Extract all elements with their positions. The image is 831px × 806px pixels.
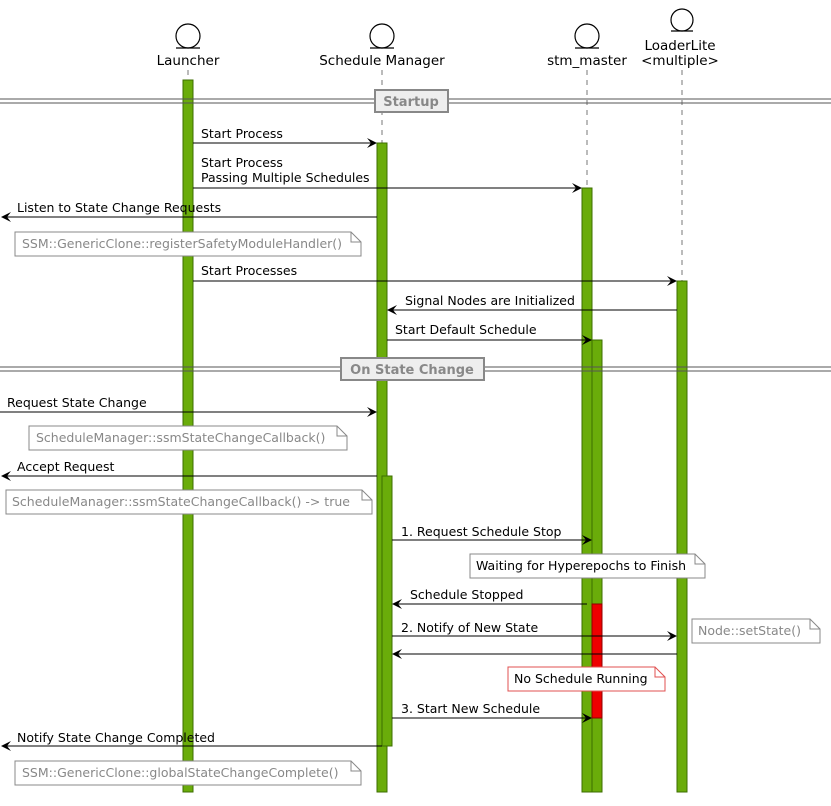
message-label: 1. Request Schedule Stop: [401, 524, 562, 539]
message-schedule-stopped: Schedule Stopped: [392, 587, 587, 609]
participant-loaderlite: LoaderLite <multiple>: [641, 8, 719, 69]
participant-label: Launcher: [157, 53, 220, 69]
participant-stm-master: stm_master: [547, 23, 627, 69]
note-text: SSM::GenericClone::globalStateChangeComp…: [22, 765, 339, 780]
message-start-process-multiple: Start Process Passing Multiple Schedules: [193, 155, 582, 193]
message-start-processes: Start Processes: [193, 263, 677, 286]
divider-on-state-change: On State Change: [0, 357, 831, 381]
participant-label-line-2: <multiple>: [641, 53, 719, 69]
message-signal-nodes-initialized: Signal Nodes are Initialized: [387, 293, 677, 315]
activation-stm-master-alert: [591, 603, 603, 719]
entity-icon: [574, 23, 600, 49]
divider-label: Startup: [383, 95, 439, 110]
activation-loaderlite: [676, 280, 688, 793]
participant-label: stm_master: [547, 53, 627, 69]
message-listen-state-change: Listen to State Change Requests: [1, 200, 377, 222]
note-waiting-hyperepochs: Waiting for Hyperepochs to Finish: [469, 553, 706, 579]
message-label: Listen to State Change Requests: [17, 200, 221, 215]
message-notify-new-state: 2. Notify of New State: [392, 620, 677, 641]
message-notify-state-change-completed: Notify State Change Completed: [1, 730, 382, 751]
note-text: ScheduleManager::ssmStateChangeCallback(…: [36, 430, 325, 445]
note-no-schedule-running: No Schedule Running: [507, 666, 666, 692]
message-label: Start Process: [201, 126, 283, 141]
note-text: Waiting for Hyperepochs to Finish: [476, 558, 686, 573]
message-label: Start Default Schedule: [395, 322, 537, 337]
divider-startup: Startup: [0, 89, 831, 113]
message-label: Signal Nodes are Initialized: [405, 293, 575, 308]
divider-label: On State Change: [350, 363, 474, 378]
messages: Start Process Start Process Passing Mult…: [0, 126, 677, 751]
participant-schedule-manager: Schedule Manager: [319, 23, 445, 69]
notes: SSM::GenericClone::registerSafetyModuleH…: [5, 231, 821, 786]
message-request-schedule-stop: 1. Request Schedule Stop: [392, 524, 592, 545]
participant-label: Schedule Manager: [319, 53, 445, 69]
note-text: No Schedule Running: [514, 671, 648, 686]
divider-box: [340, 357, 485, 381]
message-label-line-2: Passing Multiple Schedules: [201, 170, 370, 185]
message-label: Schedule Stopped: [410, 587, 523, 602]
activation-schedule-manager: [376, 142, 388, 793]
message-start-new-schedule: 3. Start New Schedule: [392, 701, 592, 723]
activation-schedule-manager-nested: [381, 475, 393, 747]
entity-icon: [670, 8, 694, 32]
message-request-state-change: Request State Change: [0, 395, 377, 417]
message-label: Accept Request: [17, 459, 114, 474]
message-label: 2. Notify of New State: [401, 620, 538, 635]
participant-launcher: Launcher: [157, 23, 220, 69]
note-text: SSM::GenericClone::registerSafetyModuleH…: [22, 236, 342, 251]
note-ssm-callback: ScheduleManager::ssmStateChangeCallback(…: [28, 425, 348, 451]
note-text: Node::setState(): [698, 623, 801, 638]
activation-stm-master: [581, 187, 593, 793]
note-register-handler: SSM::GenericClone::registerSafetyModuleH…: [14, 231, 362, 257]
entity-icon: [369, 23, 395, 49]
note-global-state-change-complete: SSM::GenericClone::globalStateChangeComp…: [14, 760, 362, 786]
divider-box: [374, 89, 449, 113]
message-label: 3. Start New Schedule: [401, 701, 540, 716]
message-label: Start Processes: [201, 263, 297, 278]
message-start-process: Start Process: [193, 126, 377, 148]
note-ssm-callback-true: ScheduleManager::ssmStateChangeCallback(…: [5, 489, 373, 515]
message-label: Request State Change: [7, 395, 147, 410]
message-accept-request: Accept Request: [1, 459, 377, 481]
note-text: ScheduleManager::ssmStateChangeCallback(…: [12, 494, 350, 509]
message-start-default-schedule: Start Default Schedule: [387, 322, 592, 345]
message-label-line-1: Start Process: [201, 155, 283, 170]
note-node-setstate: Node::setState(): [691, 618, 821, 644]
entity-icon: [175, 23, 201, 49]
participant-label-line-1: LoaderLite: [644, 38, 715, 54]
message-label: Notify State Change Completed: [17, 730, 215, 745]
